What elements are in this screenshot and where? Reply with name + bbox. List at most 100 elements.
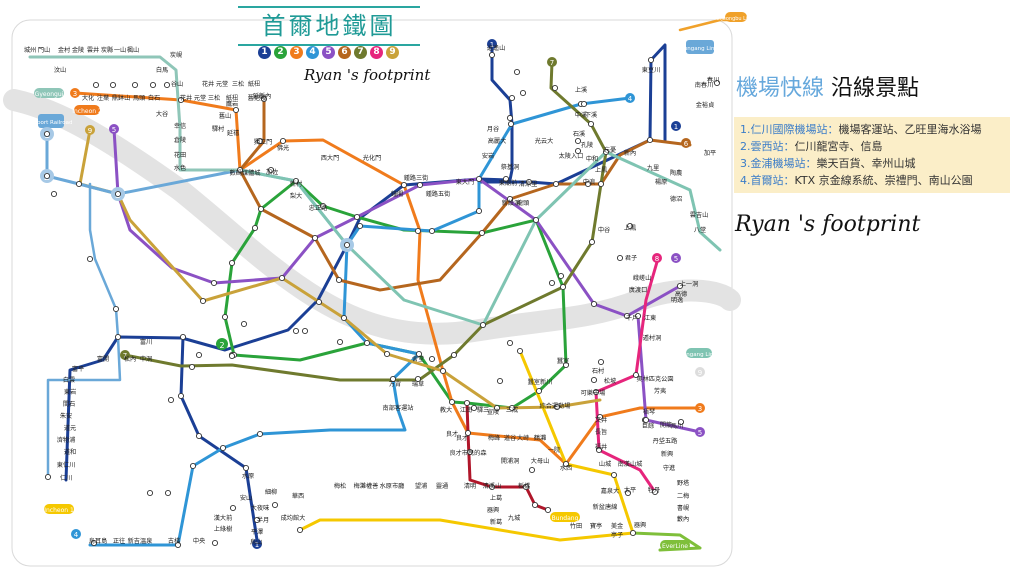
station-marker[interactable]: 石村 xyxy=(590,376,598,384)
station-marker[interactable]: 上鳳 xyxy=(626,222,634,230)
station-marker[interactable]: 注葉 xyxy=(109,81,117,89)
station-marker[interactable]: 教大 xyxy=(448,398,456,406)
station-marker[interactable]: 奧林匹克公園 xyxy=(632,371,640,379)
station-marker[interactable]: 總神大入口 xyxy=(383,350,391,358)
station-marker[interactable]: 衿井 xyxy=(256,430,264,438)
station-marker[interactable]: 黔岩 xyxy=(50,190,58,198)
station-marker[interactable]: 上一洞 xyxy=(676,282,684,290)
station-marker[interactable]: 東大門歷史文化公園 xyxy=(475,207,483,215)
station-marker[interactable]: 烏耳島 xyxy=(90,539,98,547)
station-marker[interactable]: 清溪山入口 xyxy=(488,483,496,491)
station-marker[interactable]: 可樂市場 xyxy=(592,388,600,396)
station-marker[interactable]: 嘉泉大 xyxy=(610,471,618,479)
station-marker[interactable]: 纛島 xyxy=(557,272,565,280)
station-marker[interactable]: 夢村土城 xyxy=(597,358,605,366)
station-marker[interactable]: 松島 xyxy=(146,489,154,497)
station-marker[interactable]: 冠岳 xyxy=(219,444,227,452)
station-marker[interactable]: 踏十里 xyxy=(588,238,596,246)
station-marker[interactable]: 孔德 xyxy=(311,234,319,242)
station-marker[interactable]: 清涼里 xyxy=(525,178,533,186)
station-marker[interactable]: 富川 xyxy=(112,305,120,313)
station-marker[interactable]: 水原市廳 xyxy=(296,526,304,534)
station-marker[interactable]: 新盆唐線 xyxy=(528,466,536,474)
station-marker[interactable]: 福井 xyxy=(595,446,603,454)
station-marker[interactable]: 回基 xyxy=(587,120,595,128)
station-marker[interactable]: 蠶室 xyxy=(562,361,570,369)
station-marker[interactable]: 梧木川 xyxy=(271,501,279,509)
station-marker[interactable]: 延壽 xyxy=(164,489,172,497)
station-marker[interactable]: 銅雀 xyxy=(363,339,371,347)
station-marker[interactable]: 回基 xyxy=(552,180,560,188)
station-marker[interactable]: 石水 xyxy=(167,396,175,404)
station-marker[interactable]: 仁川國際機場 xyxy=(43,130,51,138)
station-marker[interactable]: 乙支路四街 xyxy=(428,227,436,235)
station-marker[interactable]: 山本 xyxy=(229,504,237,512)
station-marker[interactable]: 開封 xyxy=(199,297,207,305)
station-marker[interactable]: 新沙 xyxy=(450,351,458,359)
station-marker[interactable]: 板橋 xyxy=(522,483,530,491)
station-marker[interactable]: 新吉 xyxy=(240,320,248,328)
station-marker[interactable]: 雲西 xyxy=(43,172,51,180)
station-marker[interactable]: 首爾站 xyxy=(343,241,351,249)
station-marker[interactable]: 新川 xyxy=(535,387,543,395)
station-marker[interactable]: 新林 xyxy=(228,352,236,360)
station-marker[interactable]: 鷹岩 xyxy=(232,106,240,114)
station-marker[interactable]: 東大入口 xyxy=(356,222,364,230)
station-marker[interactable]: 安養 xyxy=(195,432,203,440)
station-marker[interactable]: 大化 xyxy=(92,81,100,89)
station-marker[interactable]: 太平 xyxy=(624,489,632,497)
station-marker[interactable]: 大谷 xyxy=(177,96,185,104)
station-marker[interactable]: 南宮 xyxy=(189,462,197,470)
station-marker[interactable]: 新內 xyxy=(646,136,654,144)
station-marker[interactable]: 加佐 xyxy=(267,166,275,174)
station-marker[interactable]: 溫水 xyxy=(114,333,122,341)
station-marker[interactable]: 東廟前 xyxy=(502,175,510,183)
station-marker[interactable]: 永登浦區廳 xyxy=(210,279,218,287)
station-marker[interactable]: 江南區廳 xyxy=(506,339,514,347)
station-marker[interactable]: 中浪 xyxy=(584,180,592,188)
station-marker[interactable]: 金浦機場 xyxy=(114,190,122,198)
station-marker[interactable]: 長岩 xyxy=(513,68,521,76)
station-marker[interactable]: 美金 xyxy=(544,506,552,514)
station-marker[interactable]: 蘆原 xyxy=(551,84,559,92)
station-marker[interactable]: 新設洞 xyxy=(506,195,514,203)
station-marker[interactable]: 堂山 xyxy=(228,259,236,267)
station-marker[interactable]: 忠正路 xyxy=(319,202,327,210)
station-marker[interactable]: 桂陽 xyxy=(75,180,83,188)
station-marker[interactable]: 大方 xyxy=(292,327,300,335)
station-marker[interactable]: 鐘閣 xyxy=(400,181,408,189)
station-marker[interactable]: 市廳 xyxy=(353,213,361,221)
station-marker[interactable]: 馬川 xyxy=(677,418,685,426)
station-marker[interactable]: 鍾路三街 xyxy=(416,181,424,189)
station-marker[interactable]: 新堂 xyxy=(478,229,486,237)
station-marker[interactable]: 器興 xyxy=(629,529,637,537)
station-marker[interactable]: 龍山 xyxy=(315,298,323,306)
station-marker[interactable]: 二村 xyxy=(340,314,348,322)
station-marker[interactable]: 建大入口 xyxy=(548,279,556,287)
station-marker[interactable]: 江邊 xyxy=(590,300,598,308)
station-marker[interactable]: 春川 xyxy=(713,79,721,87)
station-marker[interactable]: 大夜味 xyxy=(253,516,261,524)
station-marker[interactable]: 聖水 xyxy=(559,283,567,291)
station-marker[interactable]: 上溪 xyxy=(580,100,588,108)
station-marker[interactable]: 衿川區廳 xyxy=(177,392,185,400)
station-marker[interactable]: 綜合運動場 xyxy=(553,403,561,411)
station-marker[interactable]: 中央 xyxy=(211,539,219,547)
station-marker[interactable]: 新村 xyxy=(292,177,300,185)
station-marker[interactable]: 江南 xyxy=(470,404,478,412)
station-marker[interactable]: 九老 xyxy=(179,333,187,341)
station-marker[interactable]: 延禧 xyxy=(256,137,264,145)
station-marker[interactable]: 三成 xyxy=(508,404,516,412)
station-marker[interactable]: 高速巴士客運站 xyxy=(439,367,447,375)
station-marker[interactable]: 南九老 xyxy=(195,351,203,359)
station-marker[interactable]: 道峰山 xyxy=(508,94,516,102)
station-marker[interactable]: 倉洞 xyxy=(507,120,515,128)
station-marker[interactable]: 舍堂 xyxy=(415,350,423,358)
station-marker[interactable]: 太陵入口 xyxy=(574,147,582,155)
station-marker[interactable]: 倉洞 xyxy=(506,114,514,122)
station-marker[interactable]: 宣靖陵 xyxy=(496,377,504,385)
station-marker[interactable]: 汝矣島 xyxy=(278,274,286,282)
station-marker[interactable]: 佛光 xyxy=(279,137,287,145)
station-marker[interactable]: 鷺梁津 xyxy=(336,338,344,346)
station-marker[interactable]: 鼎鉢山 xyxy=(131,81,139,89)
